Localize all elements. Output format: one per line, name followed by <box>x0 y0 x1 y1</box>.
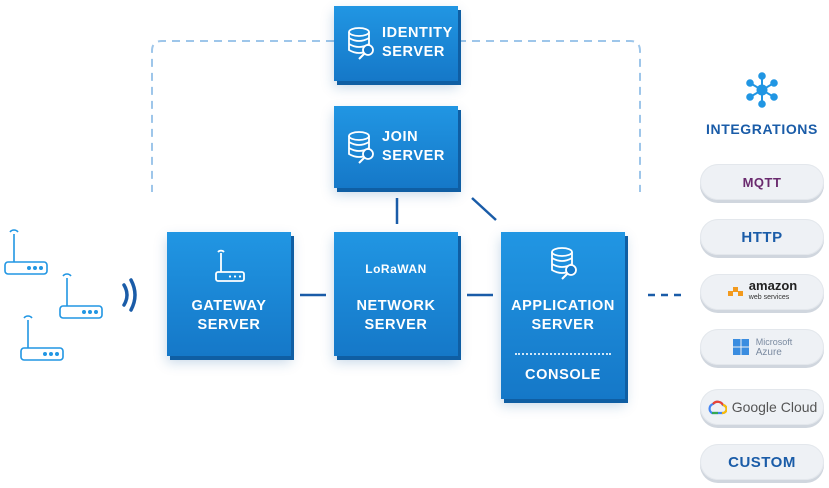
application-server[interactable]: APPLICATION SERVER CONSOLE <box>501 232 625 399</box>
integration-azure[interactable]: Microsoft Azure <box>700 329 824 365</box>
router-icon <box>4 229 48 275</box>
integration-mqtt[interactable]: MQTT <box>700 164 824 200</box>
windows-icon <box>732 339 749 355</box>
google-cloud-icon <box>708 400 727 415</box>
azure-name: Microsoft <box>755 336 793 347</box>
divider <box>515 353 611 355</box>
network-server-label: NETWORK SERVER <box>356 298 436 333</box>
aws-subtitle: web services <box>748 294 790 301</box>
aws-logo: amazon web services <box>748 278 798 304</box>
application-server-label: APPLICATION SERVER <box>511 298 615 333</box>
integration-http[interactable]: HTTP <box>700 219 824 255</box>
lorawan-logo-text: LoRaWAN <box>365 262 427 276</box>
integrations-title: INTEGRATIONS <box>706 121 818 137</box>
integration-aws[interactable]: amazon web services <box>700 274 824 310</box>
console-label[interactable]: CONSOLE <box>525 367 601 383</box>
database-key-icon <box>348 27 374 60</box>
join-server[interactable]: JOIN SERVER <box>334 106 458 188</box>
join-server-label: JOIN SERVER <box>382 129 445 164</box>
database-key-icon <box>551 247 577 280</box>
google-cloud-label: Google Cloud <box>731 399 818 415</box>
identity-server-label: IDENTITY SERVER <box>382 25 453 60</box>
azure-logo: Microsoft Azure <box>756 337 793 358</box>
custom-label: CUSTOM <box>728 453 796 471</box>
router-icon <box>215 249 245 282</box>
identity-server[interactable]: IDENTITY SERVER <box>334 6 458 81</box>
wireless-signal-icon <box>122 278 137 312</box>
azure-subtitle: Azure <box>755 346 782 358</box>
aws-cubes-icon <box>727 287 743 296</box>
aws-name: amazon <box>748 278 798 293</box>
router-icon <box>59 273 103 319</box>
lorawan-logo: LoRaWAN <box>334 260 458 278</box>
gateway-server[interactable]: GATEWAY SERVER <box>167 232 291 356</box>
gateway-server-label: GATEWAY SERVER <box>191 298 267 333</box>
integration-google-cloud[interactable]: Google Cloud <box>700 389 824 425</box>
integration-custom[interactable]: CUSTOM <box>700 444 824 480</box>
database-key-icon <box>348 131 374 164</box>
router-icon <box>20 315 64 361</box>
http-label: HTTP <box>741 228 783 246</box>
network-server[interactable]: LoRaWAN NETWORK SERVER <box>334 232 458 356</box>
mqtt-logo: MQTT <box>742 174 782 190</box>
